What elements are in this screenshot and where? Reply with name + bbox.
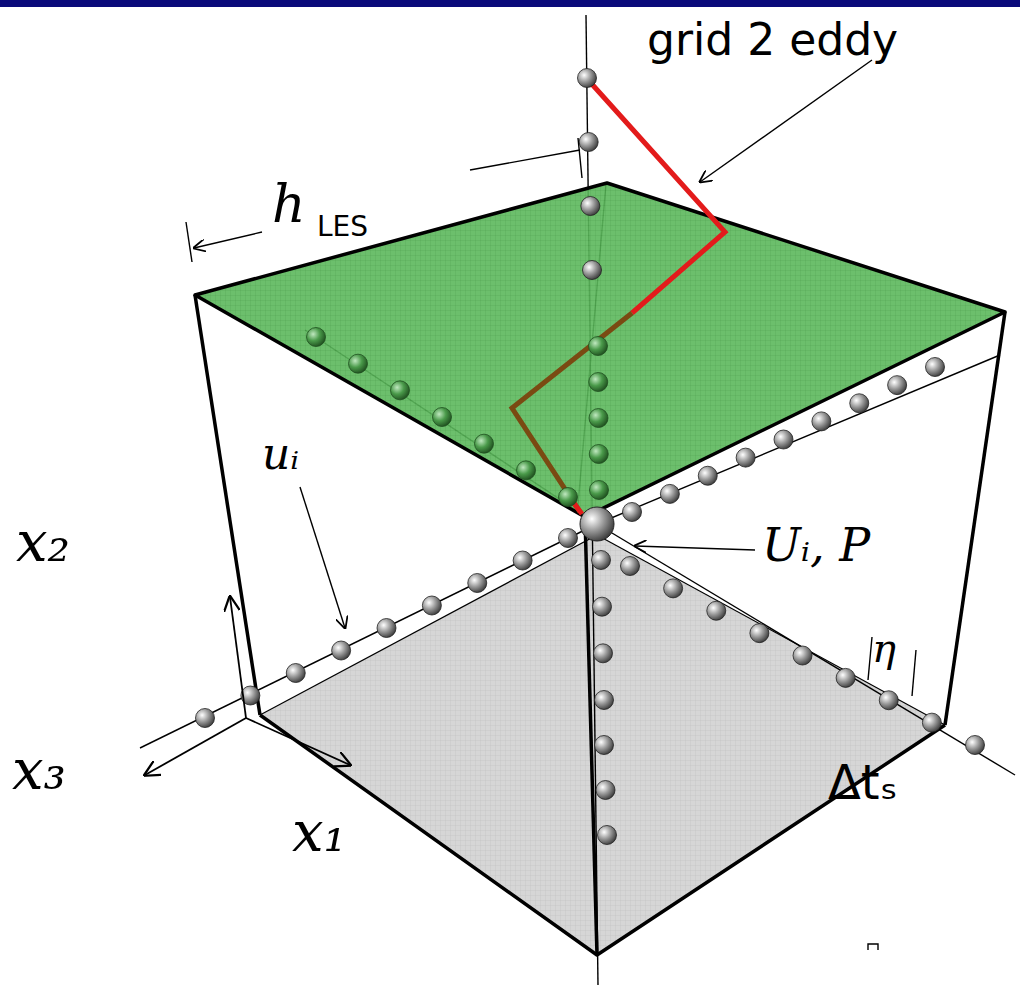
grid-bead bbox=[594, 644, 613, 663]
grid-bead bbox=[559, 529, 578, 548]
figure-label: x₁ bbox=[292, 804, 346, 860]
grid-bead bbox=[593, 597, 612, 616]
figure-label: LES bbox=[317, 213, 368, 241]
grid-bead bbox=[664, 579, 683, 598]
grid-bead bbox=[922, 713, 941, 732]
cube-edges bbox=[195, 295, 1005, 955]
grid-bead bbox=[736, 448, 755, 467]
grid-bead bbox=[578, 69, 597, 88]
grid-bead bbox=[589, 373, 608, 392]
grid-bead bbox=[623, 503, 642, 522]
figure-label: grid 2 eddy bbox=[647, 18, 898, 62]
grid-bead bbox=[589, 445, 608, 464]
grid-bead bbox=[812, 412, 831, 431]
grid-bead bbox=[850, 394, 869, 413]
figure-label: x₂ bbox=[16, 514, 70, 570]
grid-bead bbox=[595, 691, 614, 710]
top-face bbox=[195, 183, 1005, 517]
grid-bead bbox=[513, 551, 532, 570]
grid-bead bbox=[307, 328, 326, 347]
grid-bead bbox=[589, 409, 608, 428]
grid-bead bbox=[660, 484, 679, 503]
grid-bead bbox=[433, 408, 452, 427]
figure-label: h bbox=[272, 178, 306, 230]
figure-label: η bbox=[872, 628, 896, 668]
figure-label: uᵢ bbox=[262, 432, 299, 476]
grid-bead bbox=[793, 646, 812, 665]
grid-bead bbox=[621, 557, 640, 576]
figure-label: Δtₛ bbox=[828, 758, 898, 806]
grid-bead bbox=[966, 736, 985, 755]
top-bar bbox=[0, 0, 1020, 7]
grid-bead bbox=[579, 133, 598, 152]
grid-bead bbox=[888, 376, 907, 395]
grid-bead bbox=[598, 826, 617, 845]
grid-bead bbox=[592, 551, 611, 570]
grid-bead bbox=[590, 481, 609, 500]
grid-bead bbox=[391, 381, 410, 400]
grid-bead bbox=[583, 261, 602, 280]
grid-bead bbox=[581, 197, 600, 216]
grid-bead bbox=[707, 601, 726, 620]
figure-label: x₃ bbox=[12, 742, 66, 798]
grid-bead bbox=[879, 691, 898, 710]
bottom-face bbox=[260, 535, 945, 955]
coarse-node bbox=[580, 507, 614, 541]
grid-bead bbox=[595, 736, 614, 755]
grid-bead bbox=[836, 668, 855, 687]
grid-bead bbox=[926, 358, 945, 377]
grid-bead bbox=[468, 574, 487, 593]
figure-label: Uᵢ, P bbox=[762, 522, 870, 568]
eddy-path bbox=[590, 82, 725, 313]
grid-bead bbox=[774, 430, 793, 449]
eddy-path bbox=[512, 313, 632, 512]
grid-bead bbox=[349, 354, 368, 373]
grid-bead bbox=[286, 664, 305, 683]
grid-bead bbox=[377, 619, 396, 638]
grid-bead bbox=[422, 596, 441, 615]
grid-bead bbox=[750, 624, 769, 643]
grid-bead bbox=[475, 434, 494, 453]
grid-beads bbox=[196, 69, 985, 845]
coordinate-axes bbox=[145, 597, 350, 775]
grid-bead bbox=[196, 709, 215, 728]
grid-bead bbox=[698, 466, 717, 485]
grid-bead bbox=[559, 488, 578, 507]
leaders bbox=[186, 60, 916, 950]
grid-bead bbox=[332, 641, 351, 660]
grid-bead bbox=[517, 461, 536, 480]
axis-lines bbox=[140, 15, 1015, 985]
grid-bead bbox=[589, 337, 608, 356]
grid-bead bbox=[596, 781, 615, 800]
